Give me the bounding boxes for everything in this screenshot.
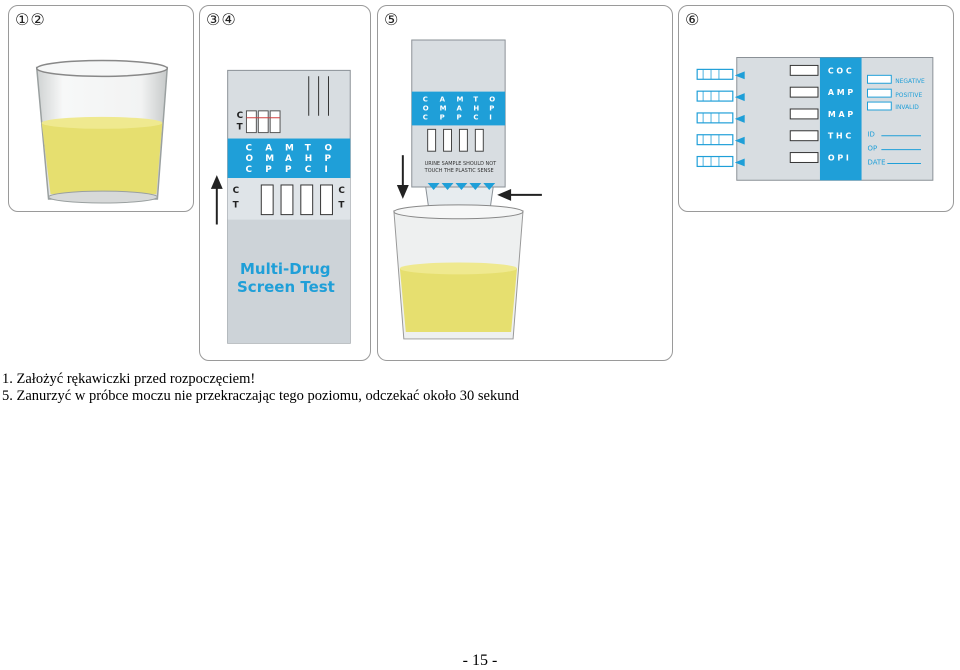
svg-text:P: P (265, 165, 272, 175)
svg-text:OP: OP (867, 145, 877, 153)
svg-text:T: T (473, 96, 478, 104)
step-numbers-1-2: ①② (15, 10, 46, 29)
svg-text:A: A (265, 143, 272, 153)
svg-text:M: M (456, 96, 463, 104)
svg-text:P: P (285, 165, 292, 175)
svg-text:M: M (285, 143, 294, 153)
svg-text:NEGATIVE: NEGATIVE (895, 78, 925, 85)
step-number-5: ⑤ (384, 10, 400, 29)
svg-text:POSITIVE: POSITIVE (895, 92, 922, 99)
svg-text:C: C (338, 186, 345, 196)
svg-text:T: T (237, 123, 243, 133)
step-number-6: ⑥ (685, 10, 701, 29)
svg-text:C O C: C O C (828, 66, 852, 75)
svg-text:TOUCH THE PLASTIC SENSE: TOUCH THE PLASTIC SENSE (424, 168, 494, 174)
svg-text:C: C (305, 165, 312, 175)
svg-text:C: C (233, 186, 240, 196)
svg-text:O: O (325, 143, 333, 153)
dipping-illustration: COC AMP MAP THC OPI URINE SAMPLE SHOULD … (393, 39, 542, 340)
instruction-step-5: 5. Zanurzyć w próbce moczu nie przekracz… (2, 388, 519, 404)
svg-text:H: H (473, 104, 479, 112)
svg-text:A: A (440, 96, 446, 104)
step-6-panel: ⑥ C O C A M P M A P T H C O P I (678, 5, 954, 212)
svg-text:C: C (245, 165, 252, 175)
page-number: - 15 - (462, 652, 498, 669)
brand-line-1: Multi-Drug (240, 260, 331, 278)
svg-text:T: T (233, 201, 239, 211)
svg-text:P: P (456, 113, 461, 121)
svg-text:M: M (440, 104, 447, 112)
svg-text:URINE SAMPLE SHOULD NOT: URINE SAMPLE SHOULD NOT (425, 161, 497, 167)
svg-text:M: M (265, 154, 274, 164)
svg-text:A: A (285, 154, 292, 164)
svg-text:T: T (305, 143, 311, 153)
svg-text:O P I: O P I (828, 153, 849, 162)
svg-text:INVALID: INVALID (895, 104, 919, 111)
svg-text:I: I (325, 165, 328, 175)
svg-text:ID: ID (867, 131, 874, 139)
svg-text:A M P: A M P (828, 88, 853, 97)
svg-text:C: C (473, 113, 478, 121)
svg-text:C: C (423, 96, 428, 104)
svg-text:O: O (489, 96, 495, 104)
svg-text:C: C (237, 111, 244, 121)
svg-text:P: P (325, 154, 332, 164)
svg-text:P: P (489, 104, 494, 112)
svg-text:H: H (305, 154, 312, 164)
urine-glass-illustration (35, 59, 169, 204)
svg-text:A: A (456, 104, 462, 112)
svg-text:M A P: M A P (828, 110, 853, 119)
instruction-step-1: 1. Założyć rękawiczki przed rozpoczęciem… (2, 371, 256, 387)
test-card-illustration: COC AMP MAP THC OPI CT CT CT (210, 69, 351, 344)
result-card-illustration: C O C A M P M A P T H C O P I (696, 57, 934, 181)
svg-text:I: I (489, 113, 492, 121)
svg-text:C: C (423, 113, 428, 121)
svg-text:C: C (245, 143, 252, 153)
svg-text:T H C: T H C (828, 132, 852, 141)
svg-text:P: P (440, 113, 445, 121)
svg-text:DATE: DATE (867, 158, 885, 166)
svg-text:O: O (423, 104, 429, 112)
step-numbers-3-4: ③④ (206, 10, 237, 29)
brand-line-2: Screen Test (237, 278, 335, 296)
step-1-2-panel: ①② (8, 5, 194, 212)
svg-text:O: O (245, 154, 253, 164)
svg-text:T: T (338, 201, 344, 211)
